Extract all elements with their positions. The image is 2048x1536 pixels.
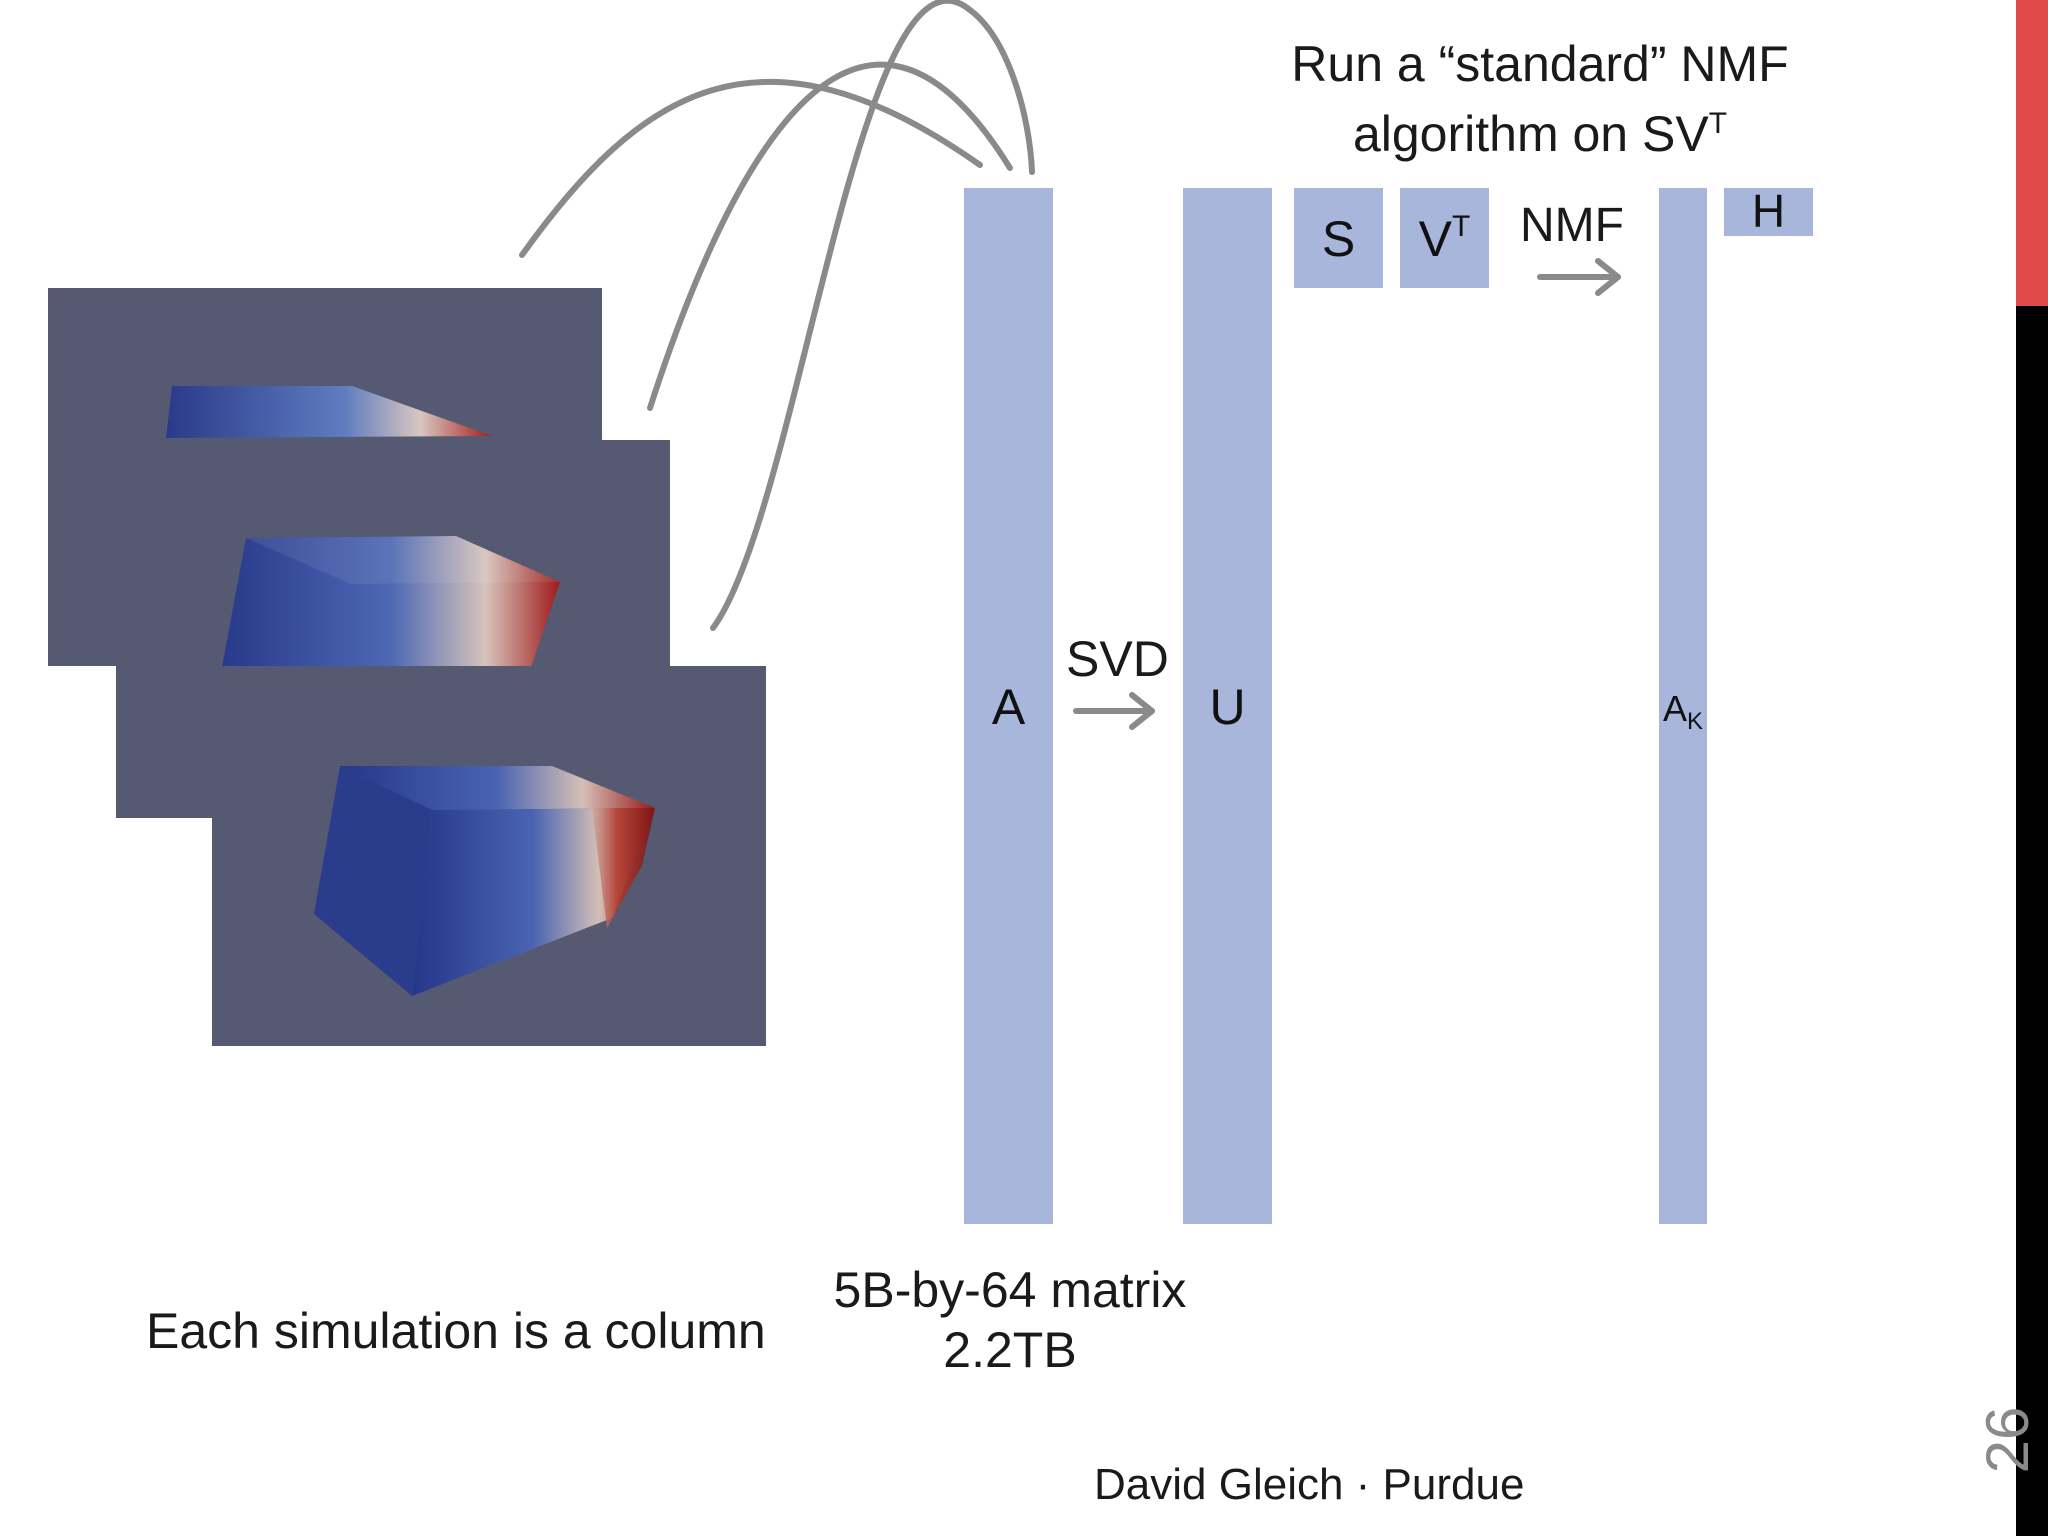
matrix-vt-label: VT <box>1400 210 1489 268</box>
matrix-s-label: S <box>1321 211 1356 267</box>
matrix-ak-base: A <box>1662 688 1687 729</box>
matrix-bytes-line: 2.2TB <box>943 1322 1077 1378</box>
svd-label: SVD <box>1066 631 1169 687</box>
curve-sim1 <box>519 78 983 258</box>
footer-credit: David Gleich · Purdue <box>1094 1460 1525 1509</box>
matrix-ak: AK <box>1659 188 1707 1224</box>
matrix-size-caption: 5B-by-64 matrix 2.2TB <box>800 1260 1220 1380</box>
matrix-vt-sup: T <box>1452 210 1471 243</box>
slide-header: Run a “standard” NMF algorithm on SVT <box>1260 34 1820 164</box>
nmf-label: NMF <box>1520 199 1624 252</box>
side-accent-red <box>2016 0 2048 306</box>
curve-sim2 <box>647 61 1013 411</box>
matrix-u-label: U <box>1209 679 1246 735</box>
matrix-vt-base: V <box>1418 211 1453 267</box>
header-line-1: Run a “standard” NMF <box>1291 36 1789 92</box>
simulation-caption: Each simulation is a column <box>146 1303 766 1359</box>
page-number: 26 <box>1974 1406 2041 1474</box>
side-accent-black <box>2016 306 2048 1536</box>
matrix-h: H <box>1724 185 1813 237</box>
header-sup: T <box>1708 107 1728 140</box>
header-line-2: algorithm on SVT <box>1260 94 1820 164</box>
simulation-image-3 <box>212 666 766 1046</box>
matrix-a: A <box>964 188 1053 1224</box>
matrix-a-label: A <box>991 679 1026 735</box>
header-line-2-text: algorithm on SV <box>1352 106 1709 162</box>
matrix-vt: VT <box>1400 188 1489 288</box>
matrix-h-label: H <box>1751 185 1786 237</box>
simulation-slab-1 <box>166 386 492 438</box>
matrix-size-line: 5B-by-64 matrix <box>833 1262 1187 1318</box>
matrix-ak-sub: K <box>1687 708 1704 736</box>
curve-sim3 <box>710 0 1035 631</box>
matrix-u: U <box>1183 188 1272 1224</box>
matrix-s: S <box>1294 188 1383 288</box>
simulation-slab-2 <box>222 536 560 667</box>
simulation-cube-3 <box>314 766 655 996</box>
matrix-ak-label: AK <box>1659 688 1707 736</box>
